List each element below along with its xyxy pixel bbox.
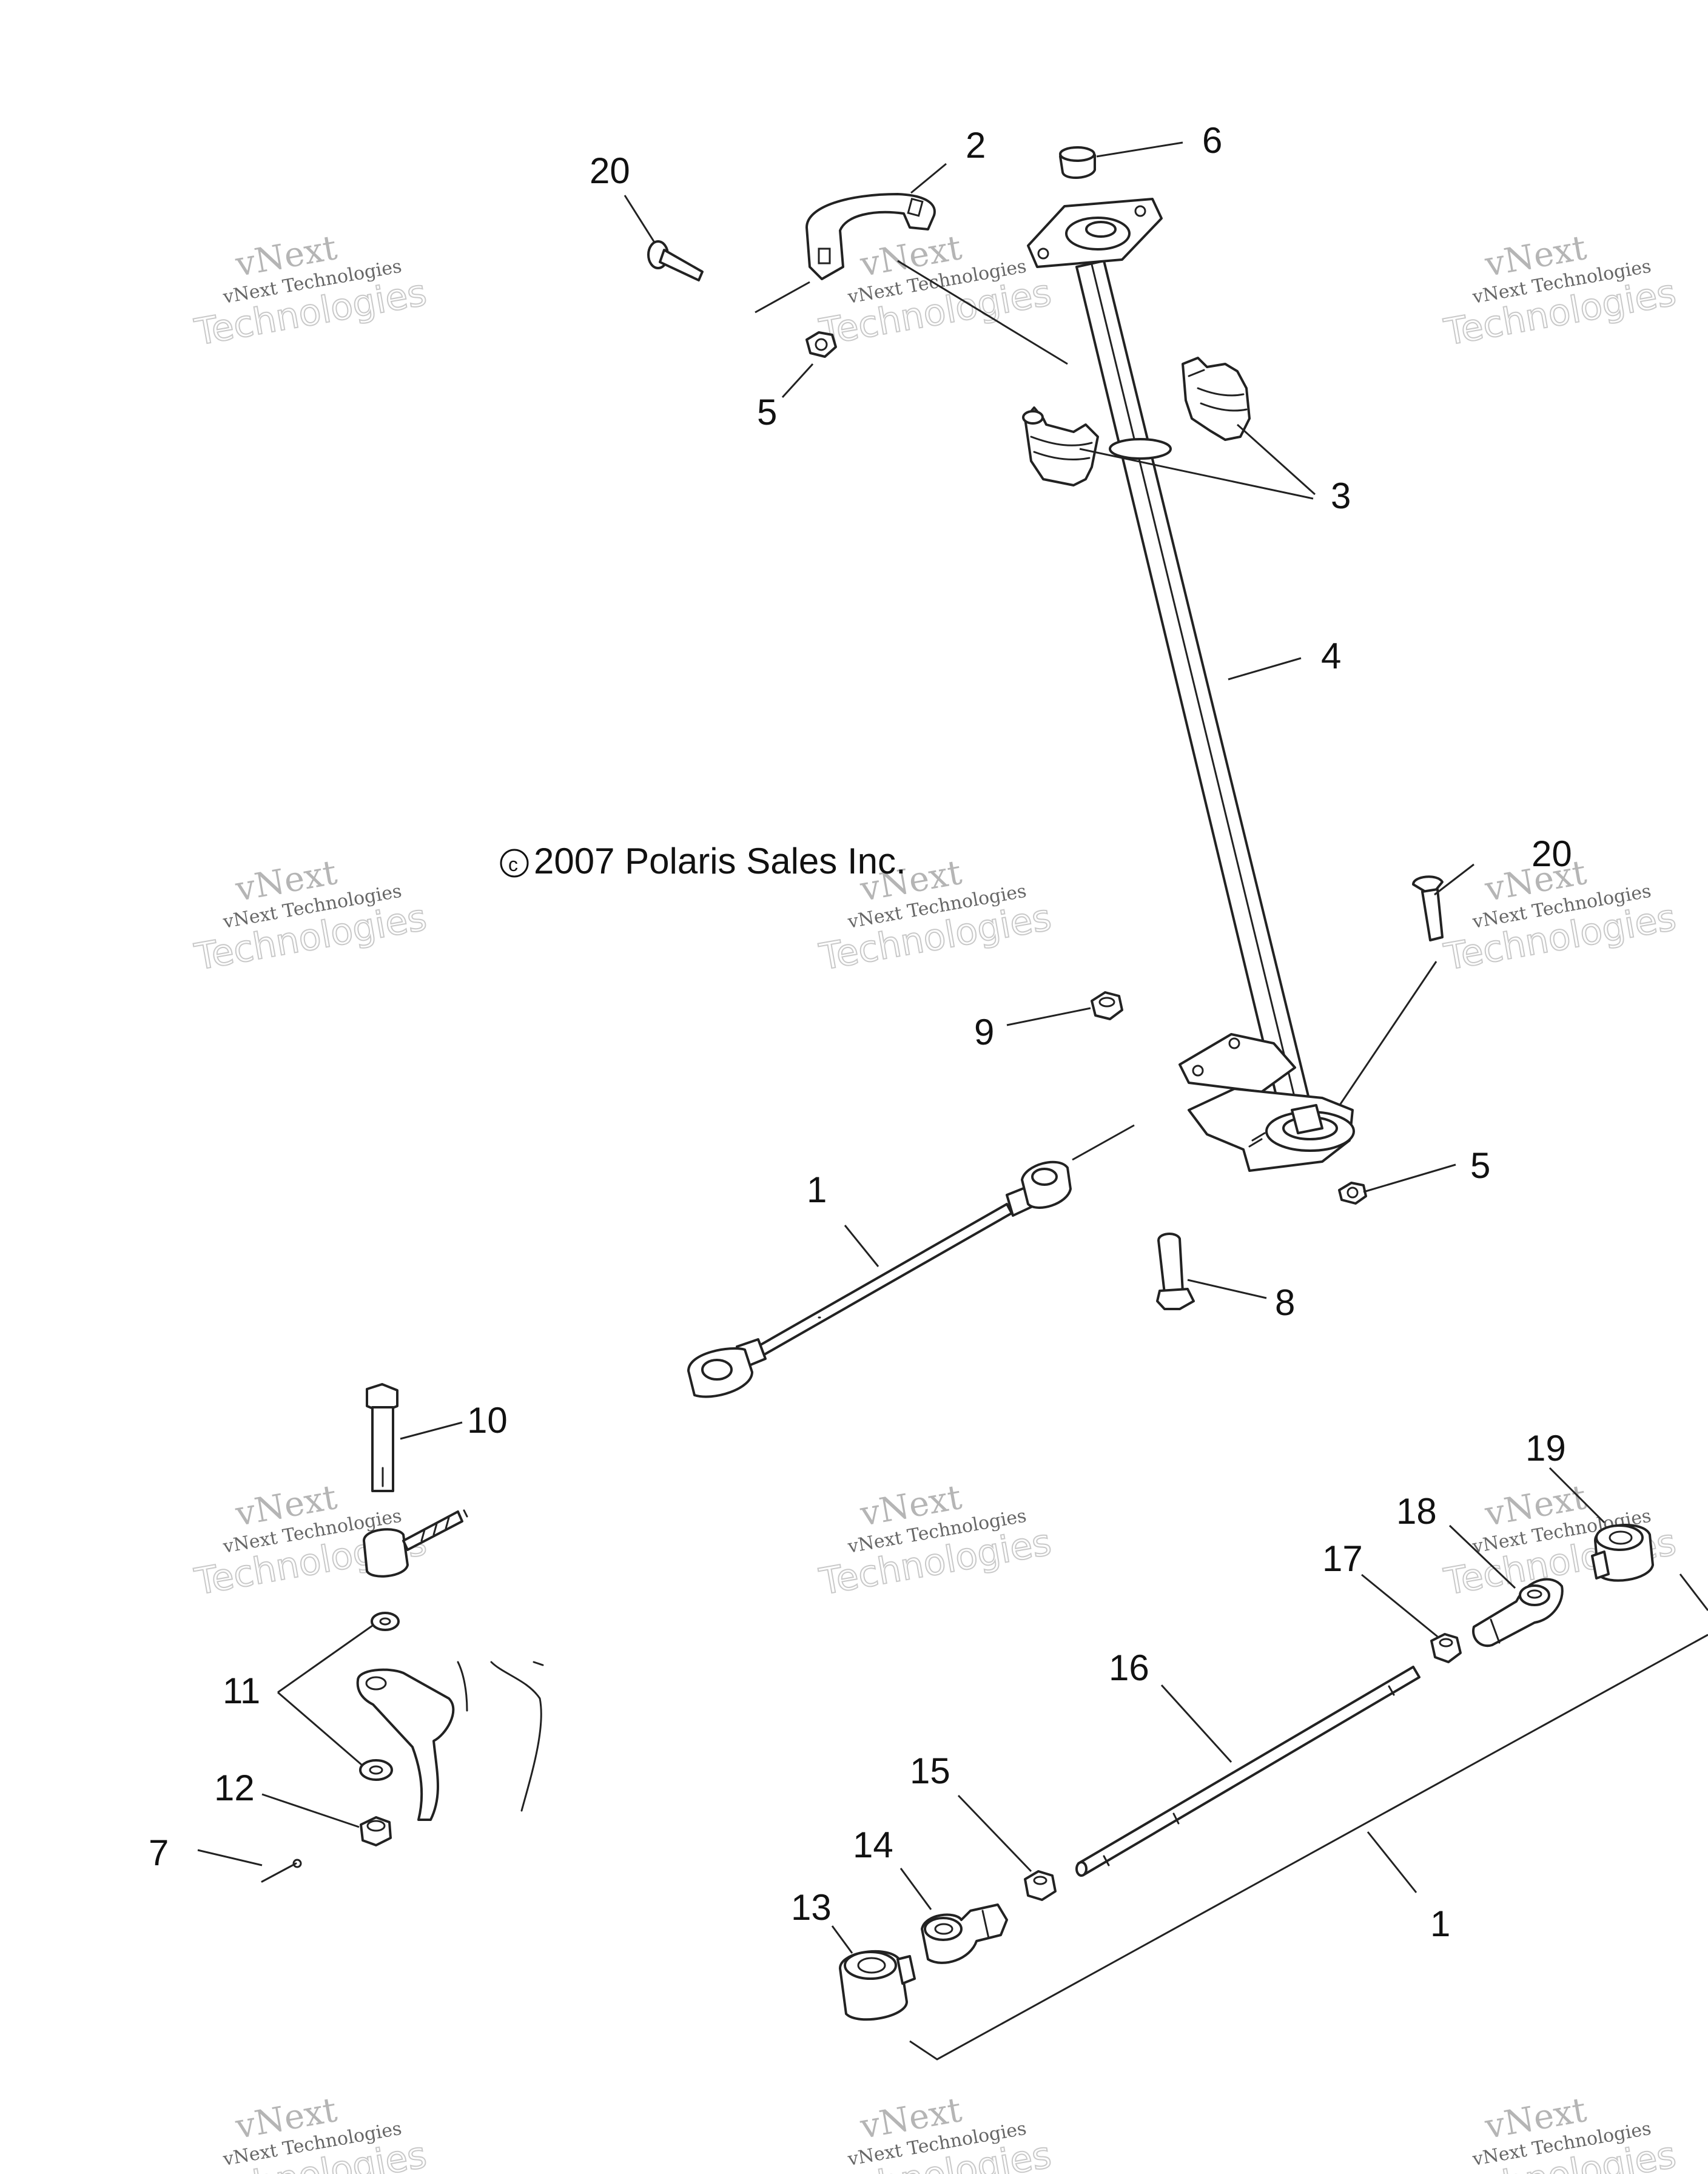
callouts: 2 6 20 5 3 4 20 9 5 1 8 10 19 18 17 16 1… (149, 120, 1572, 1944)
leader-lines (197, 141, 1708, 2061)
copyright-text: 2007 Polaris Sales Inc. (534, 841, 906, 881)
callout-14: 14 (853, 1825, 893, 1865)
watermark: vNext vNext Technologies Technologies (191, 228, 431, 355)
callout-1-upper: 1 (807, 1169, 827, 1210)
callout-5-right: 5 (1470, 1145, 1490, 1186)
callout-20-right: 20 (1531, 833, 1572, 874)
bushing-right (1182, 357, 1251, 441)
pivot-bolt-10 (366, 1383, 398, 1492)
callout-20-top: 20 (590, 150, 630, 191)
bolt-20-top (647, 240, 704, 281)
nut-5-right (1338, 1182, 1367, 1205)
callout-17: 17 (1322, 1538, 1363, 1579)
watermark: vNext vNext Technologies Technologies (1441, 2090, 1680, 2174)
watermark: vNext vNext Technologies Technologies (1441, 228, 1680, 355)
callout-10: 10 (467, 1400, 508, 1441)
bushing-left (1022, 406, 1099, 486)
callout-4: 4 (1321, 636, 1341, 676)
tie-rod-assembly (687, 1160, 1072, 1398)
tie-rod-exploded (839, 1524, 1654, 2021)
copyright-notice: c 2007 Polaris Sales Inc. (500, 841, 906, 881)
bolt-20-right (1412, 875, 1444, 941)
callout-7: 7 (149, 1832, 169, 1873)
watermarks: vNext vNext Technologies Technologies vN… (191, 228, 1680, 2174)
callout-11: 11 (223, 1671, 260, 1711)
callout-18: 18 (1396, 1491, 1437, 1532)
callout-19: 19 (1525, 1428, 1566, 1469)
callout-6: 6 (1202, 120, 1222, 161)
bolt-8 (1156, 1233, 1195, 1310)
callout-1-lower: 1 (1430, 1903, 1450, 1944)
callout-15: 15 (910, 1751, 950, 1791)
callout-3: 3 (1331, 476, 1351, 516)
callout-9: 9 (974, 1012, 994, 1052)
nut-5-top (805, 331, 837, 358)
watermark: vNext vNext Technologies Technologies (191, 853, 431, 980)
callout-2: 2 (966, 125, 986, 166)
callout-5-top: 5 (757, 392, 777, 432)
clamp (805, 193, 936, 280)
left-linkage (261, 1509, 544, 1883)
callout-13: 13 (791, 1887, 832, 1928)
callout-8: 8 (1275, 1282, 1295, 1323)
cap (1059, 146, 1096, 180)
callout-12: 12 (214, 1768, 255, 1808)
svg-text:c: c (508, 853, 518, 875)
watermark: vNext vNext Technologies Technologies (191, 2090, 431, 2174)
watermark: vNext vNext Technologies Technologies (816, 1478, 1055, 1604)
steering-post (1027, 198, 1355, 1172)
watermark: vNext vNext Technologies Technologies (816, 2090, 1055, 2174)
watermark: vNext vNext Technologies Technologies (816, 228, 1055, 355)
callout-16: 16 (1109, 1647, 1149, 1688)
nut-9 (1091, 991, 1123, 1020)
